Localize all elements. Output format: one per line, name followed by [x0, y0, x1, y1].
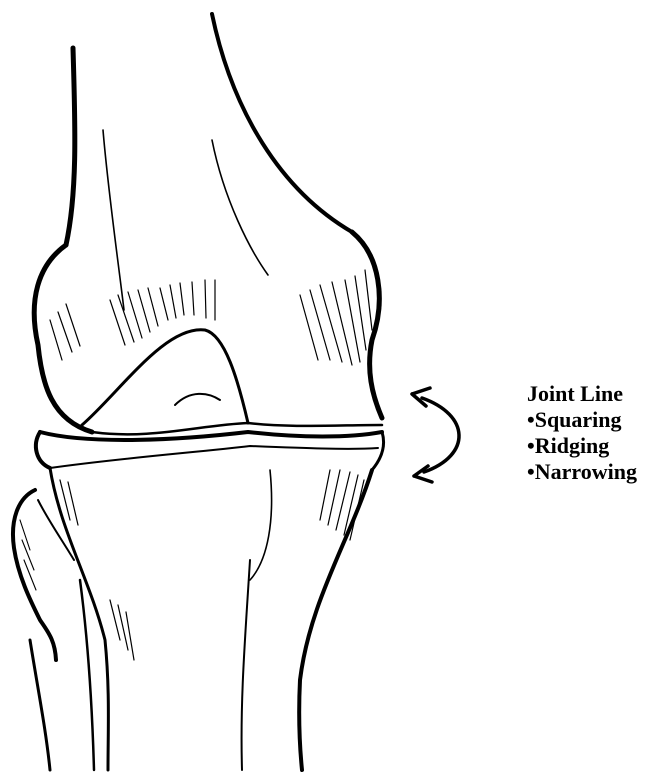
femur-inner-line [103, 130, 124, 310]
tibia-shaft-right [299, 470, 372, 770]
annotation-item-narrowing: •Narrowing [527, 459, 637, 485]
fibula-inner [38, 500, 74, 560]
tibia-plateau-left [36, 432, 50, 468]
annotation-item-ridging: •Ridging [527, 433, 637, 459]
annotation-title: Joint Line [527, 381, 637, 407]
joint-line-annotation: Joint Line •Squaring •Ridging •Narrowing [527, 381, 637, 485]
fibula-shaft-right [80, 580, 94, 770]
tibia-plateau-underline [50, 446, 378, 468]
tibia-inner-line [242, 560, 250, 770]
femur-shaft-right [212, 14, 352, 232]
fibula-shaft-left [30, 640, 50, 770]
tibia-shaft-left [50, 468, 108, 770]
tibia-plateau-right [372, 432, 384, 470]
intercondylar-notch [82, 330, 248, 425]
femur-left-condyle [34, 245, 92, 432]
femur-shaft-left [66, 48, 75, 245]
curved-double-arrow-icon [412, 388, 459, 482]
femur-right-condyle [352, 232, 382, 418]
tibia-ridge [250, 470, 272, 580]
femur-inner-line-2 [212, 140, 268, 275]
fibula-head [13, 490, 56, 660]
annotation-item-squaring: •Squaring [527, 407, 637, 433]
notch-inner [175, 394, 220, 405]
